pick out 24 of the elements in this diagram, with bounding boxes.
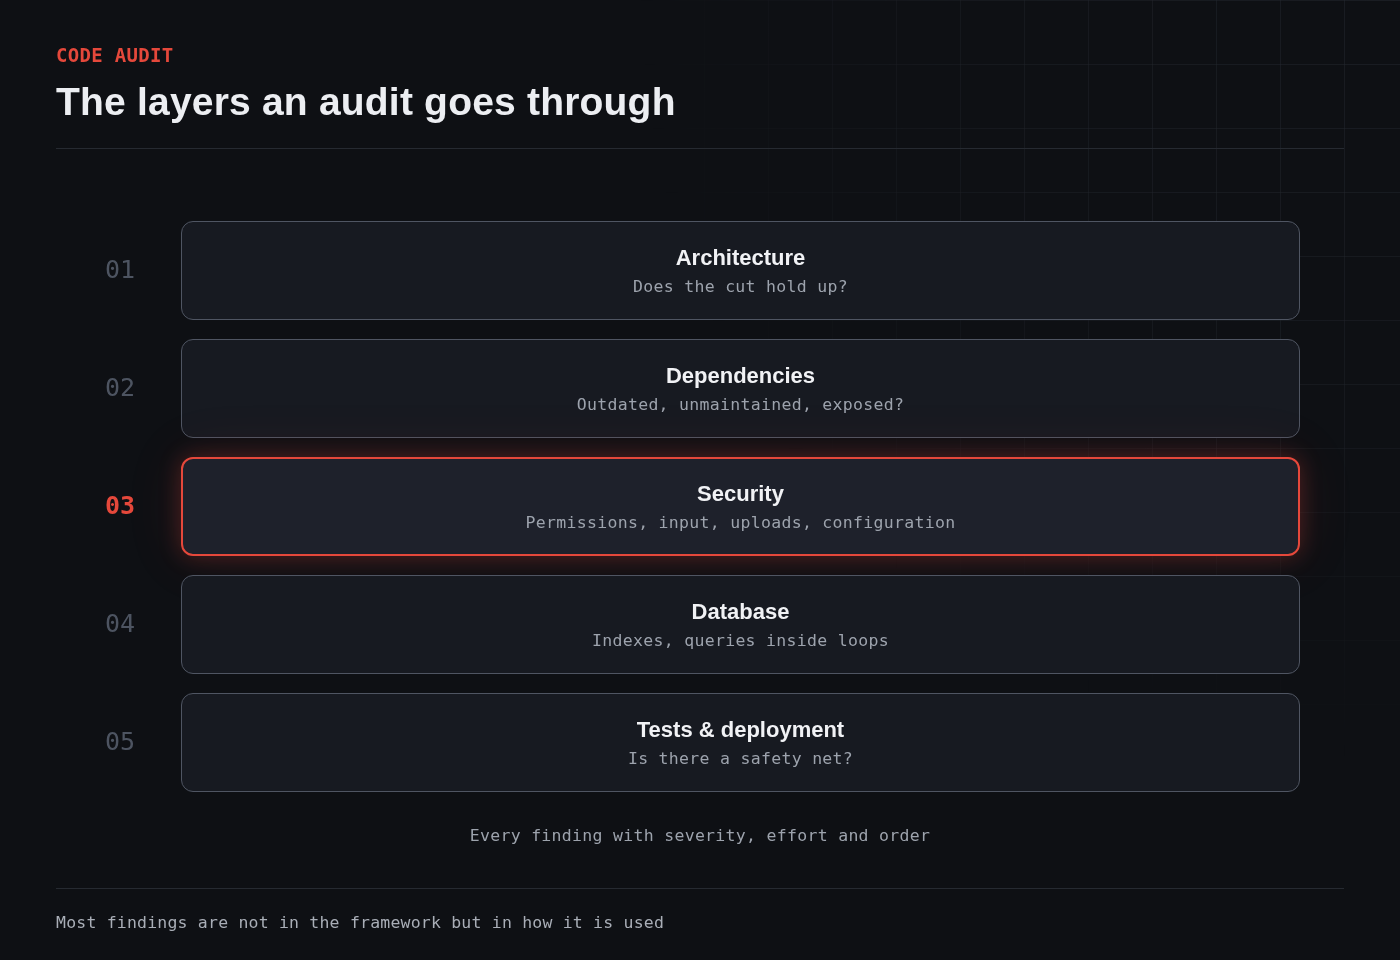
layer-description: Does the cut hold up?	[633, 276, 848, 297]
caption-text: Every finding with severity, effort and order	[469, 826, 931, 845]
step-number: 01	[103, 255, 137, 285]
eyebrow-text: CODE AUDIT	[56, 44, 174, 66]
step-number: 02	[103, 373, 137, 403]
layer-title: Database	[691, 598, 790, 625]
step-number: 03	[103, 491, 137, 521]
layer-card	[181, 221, 1300, 320]
layer-title: Security	[697, 480, 784, 507]
layer-card	[181, 339, 1300, 438]
layer-card	[181, 693, 1300, 792]
layer-description: Permissions, input, uploads, configuration	[525, 512, 956, 533]
step-number: 04	[103, 609, 137, 639]
diagram-title: The layers an audit goes through	[56, 80, 676, 124]
layer-title: Dependencies	[665, 362, 816, 389]
layer-title: Architecture	[675, 244, 806, 271]
layer-title: Tests & deployment	[636, 716, 845, 743]
layer-description: Outdated, unmaintained, exposed?	[576, 394, 905, 415]
footer-note: Most findings are not in the framework but in how it is used	[56, 913, 665, 932]
layer-description: Is there a safety net?	[627, 748, 854, 769]
layer-description: Indexes, queries inside loops	[592, 630, 889, 651]
step-number: 05	[103, 727, 137, 757]
layer-card	[181, 575, 1300, 674]
highlighted-layer-card	[181, 457, 1300, 556]
